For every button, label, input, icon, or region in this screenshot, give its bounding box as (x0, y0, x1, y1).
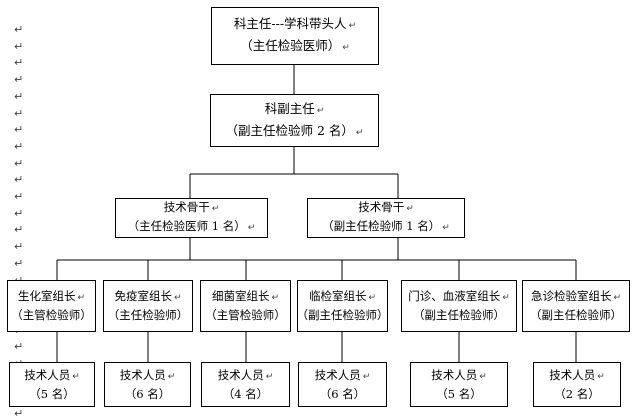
return-mark: ↵ (265, 371, 274, 382)
return-mark: ↵ (406, 204, 414, 214)
paragraph-mark: ↵ (14, 106, 24, 120)
staff-count: （2 名） (554, 386, 600, 401)
return-mark: ↵ (613, 293, 622, 303)
box-staff-biochemistry: 技术人员↵ （5 名） (9, 362, 95, 407)
group-leader-rank: （副主任检验师） (530, 308, 622, 322)
return-mark: ↵ (247, 223, 256, 233)
group-leader-label: 急诊检验室组长 (530, 289, 612, 303)
paragraph-mark: ↵ (14, 256, 24, 270)
box-group-leader-bacteriology: 细菌室组长↵ （主管检验师） (200, 280, 291, 332)
return-mark: ↵ (479, 371, 487, 382)
box-group-leader-biochemistry: 生化室组长↵ （主管检验师） (7, 280, 96, 332)
staff-count: （5 名） (29, 386, 75, 401)
box-staff-bacteriology: 技术人员↵ （4 名） (201, 362, 290, 407)
paragraph-mark: ↵ (14, 407, 24, 420)
return-mark: ↵ (355, 127, 364, 138)
group-leader-rank: （主管检验师） (205, 308, 286, 322)
paragraph-mark: ↵ (14, 73, 24, 87)
director-title: 科主任---学科带头人 (233, 16, 347, 31)
backbone-title: 技术骨干 (163, 200, 210, 214)
return-mark: ↵ (502, 293, 510, 303)
box-group-leader-outpatient-blood: 门诊、血液室组长↵ （副主任检验师） (401, 280, 517, 332)
backbone-title: 技术骨干 (358, 200, 405, 214)
return-mark: ↵ (362, 371, 371, 382)
return-mark: ↵ (77, 293, 86, 303)
paragraph-mark: ↵ (14, 23, 24, 36)
group-leader-label: 免疫室组长 (114, 289, 172, 303)
box-staff-clinical: 技术人员↵ （6 名） (298, 362, 387, 407)
paragraph-mark: ↵ (14, 206, 24, 220)
staff-label: 技术人员 (314, 367, 361, 382)
box-staff-immunology: 技术人员↵ （6 名） (104, 362, 191, 407)
deputy-rank: （副主任检验师 2 名） (225, 122, 354, 138)
box-staff-outpatient-blood: 技术人员↵ （5 名） (410, 362, 508, 407)
paragraph-mark: ↵ (14, 56, 24, 70)
return-mark: ↵ (442, 223, 450, 233)
box-technical-backbone-1: 技术骨干↵ （主任检验医师 1 名）↵ (115, 198, 268, 238)
staff-label: 技术人员 (431, 367, 478, 382)
return-mark: ↵ (597, 371, 605, 382)
box-group-leader-emergency: 急诊检验室组长↵ （副主任检验师） (522, 280, 630, 332)
paragraph-mark: ↵ (14, 190, 24, 203)
return-mark: ↵ (348, 21, 357, 31)
staff-count: （6 名） (319, 386, 366, 401)
staff-label: 技术人员 (24, 367, 71, 382)
return-mark: ↵ (316, 105, 325, 116)
backbone-rank: （副主任检验师 1 名） (322, 219, 441, 233)
return-mark: ↵ (211, 204, 220, 214)
group-leader-label: 临检室组长 (308, 289, 367, 303)
paragraph-mark: ↵ (14, 240, 24, 254)
paragraph-mark: ↵ (14, 156, 24, 170)
director-rank: （主任检验医师） (240, 38, 341, 53)
return-mark: ↵ (271, 293, 280, 303)
group-leader-label: 生化室组长 (17, 289, 76, 303)
box-staff-emergency: 技术人员↵ （2 名） (533, 362, 621, 407)
box-technical-backbone-2: 技术骨干↵ （副主任检验师 1 名）↵ (307, 198, 465, 238)
group-leader-label: 细菌室组长 (211, 289, 270, 303)
paragraph-mark: ↵ (14, 123, 24, 137)
group-leader-rank: （副主任检验师） (296, 308, 389, 322)
box-department-director: 科主任---学科带头人↵ （主任检验医师）↵ (211, 7, 379, 65)
staff-label: 技术人员 (217, 367, 264, 382)
box-group-leader-clinical: 临检室组长↵ （副主任检验师） (296, 280, 389, 332)
staff-count: （4 名） (222, 386, 269, 401)
return-mark: ↵ (173, 293, 182, 303)
paragraph-mark: ↵ (14, 340, 24, 354)
box-group-leader-immunology: 免疫室组长↵ （主任检验师） (103, 280, 193, 332)
group-leader-label: 门诊、血液室组长 (408, 289, 501, 303)
paragraph-mark: ↵ (14, 173, 24, 187)
group-leader-rank: （主任检验师） (107, 308, 189, 322)
paragraph-mark: ↵ (14, 223, 24, 237)
paragraph-mark: ↵ (14, 39, 24, 53)
backbone-rank: （主任检验医师 1 名） (127, 219, 246, 233)
deputy-title: 科副主任 (264, 100, 315, 116)
return-mark: ↵ (342, 43, 350, 53)
staff-label: 技术人员 (119, 367, 166, 382)
group-leader-rank: （主管检验师） (11, 308, 92, 322)
staff-count: （5 名） (436, 386, 482, 401)
staff-label: 技术人员 (549, 367, 596, 382)
paragraph-mark: ↵ (14, 139, 24, 153)
box-deputy-director: 科副主任↵ （副主任检验师 2 名）↵ (210, 94, 379, 147)
group-leader-rank: （副主任检验师） (413, 308, 505, 322)
staff-count: （6 名） (124, 386, 171, 401)
paragraph-mark: ↵ (14, 89, 24, 103)
return-mark: ↵ (167, 371, 176, 382)
return-mark: ↵ (368, 293, 377, 303)
return-mark: ↵ (72, 371, 80, 382)
